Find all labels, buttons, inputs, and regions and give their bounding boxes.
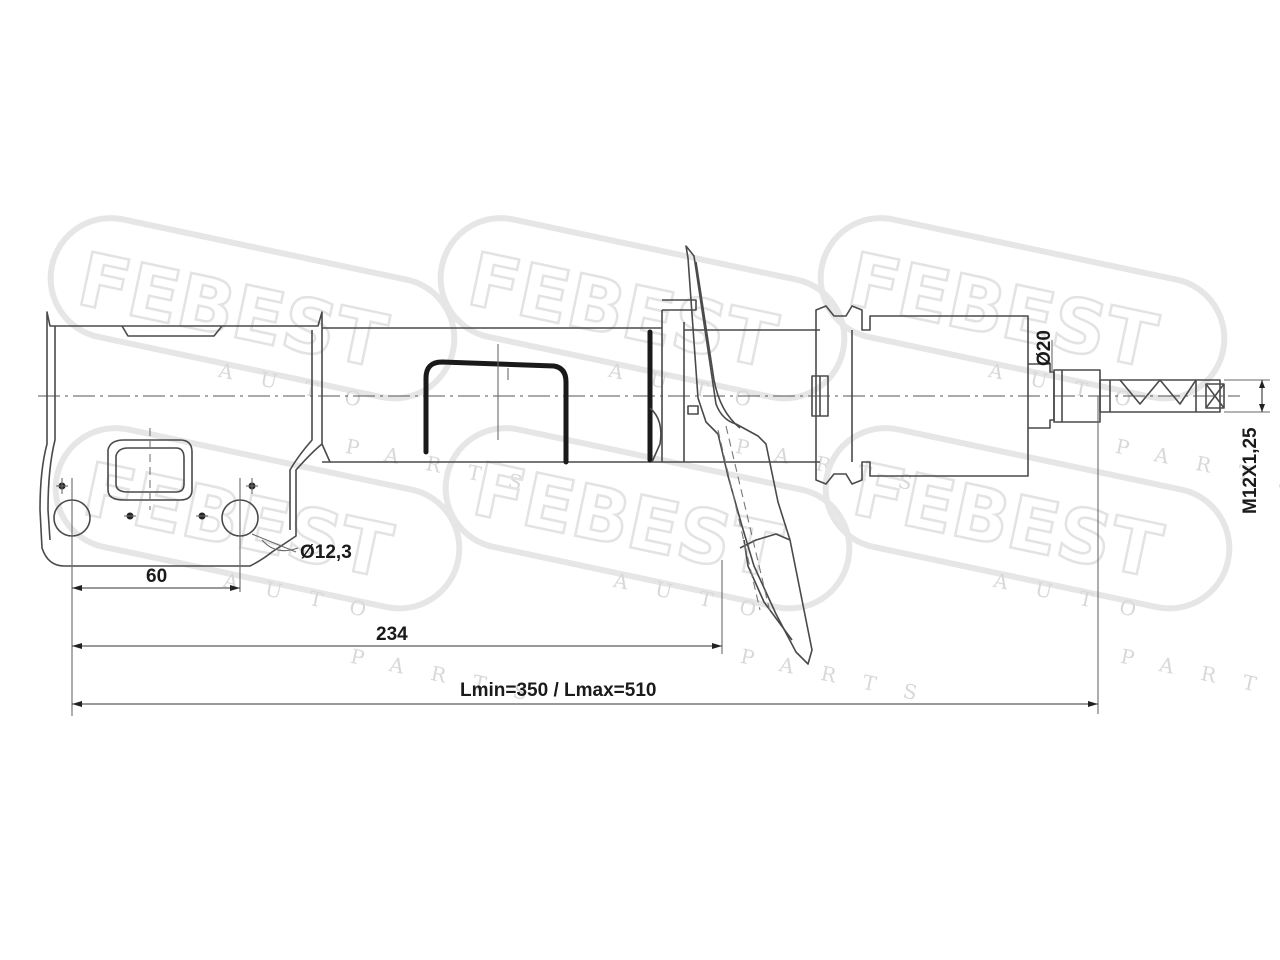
watermark-sub: PARTS [1118, 644, 1280, 711]
bracket-distance-label: 234 [376, 624, 408, 645]
stabilizer-bracket [685, 245, 813, 665]
piston-rod [1028, 363, 1225, 429]
lower-mount-bracket [39, 311, 323, 592]
watermark-sub: PARTS [738, 644, 946, 711]
thread-size-label: M12X1,25 [1240, 427, 1261, 514]
hole-diameter-label: Ø12,3 [300, 542, 352, 563]
dimension-lines [71, 340, 1270, 716]
hole-spacing-label: 60 [146, 566, 167, 587]
rod-diameter-label: Ø20 [1034, 330, 1055, 366]
brake-hose-clip [423, 359, 569, 465]
shock-body [321, 245, 1029, 665]
length-label: Lmin=350 / Lmax=510 [460, 680, 656, 701]
